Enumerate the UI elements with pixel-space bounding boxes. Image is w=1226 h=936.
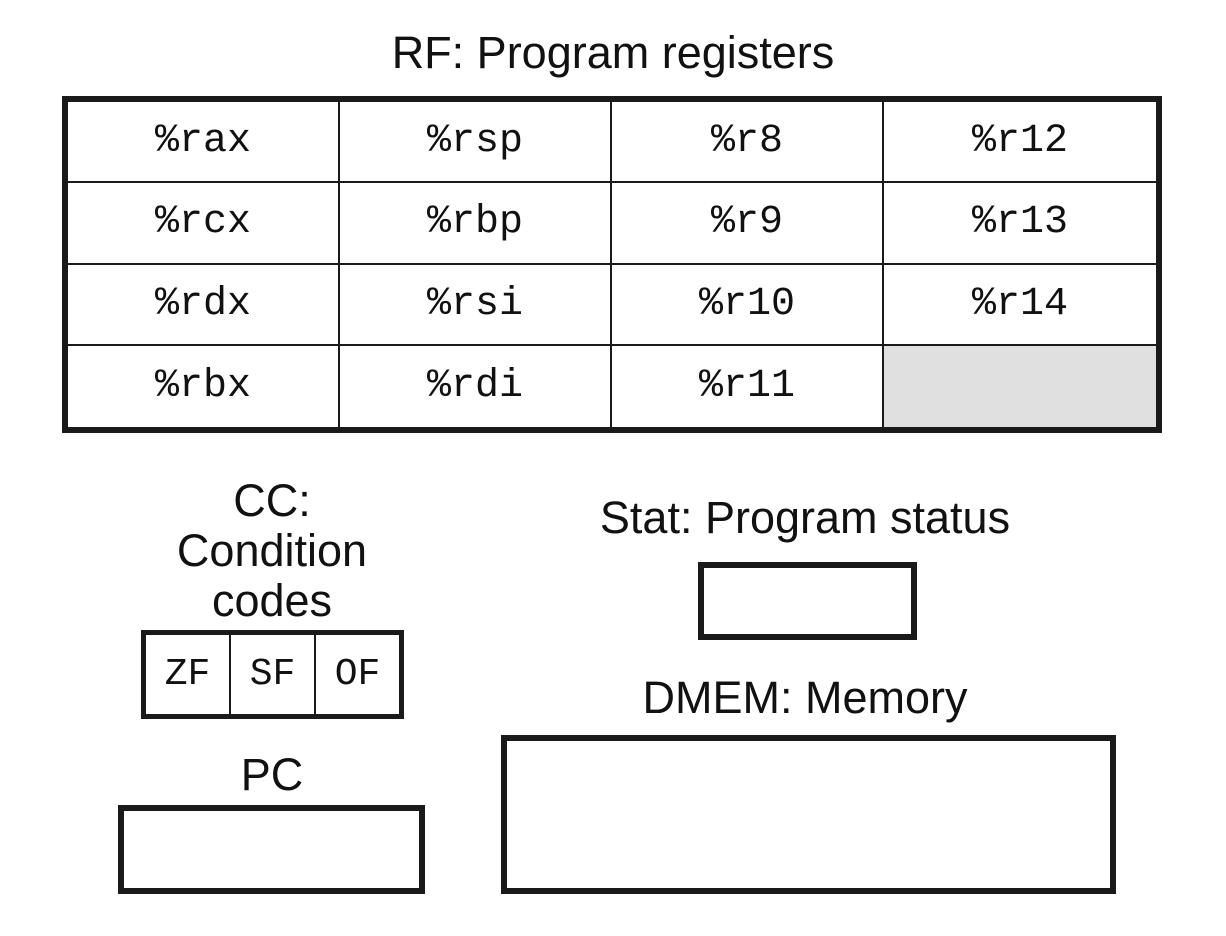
register-cell: %rax	[68, 102, 340, 184]
flag-of: OF	[334, 653, 381, 696]
pc-box	[118, 805, 425, 894]
register-cell: %rbx	[68, 345, 340, 427]
stat-box	[698, 562, 917, 640]
register-cell: %rdi	[340, 345, 612, 427]
condition-codes-title-line: CC:	[233, 475, 311, 526]
register-cell: %r11	[612, 345, 884, 427]
register-cell: %r9	[612, 183, 884, 265]
register-cell: %rdx	[68, 264, 340, 346]
register-cell: %r12	[884, 102, 1156, 184]
register-cell-empty	[884, 345, 1156, 427]
register-cell: %r10	[612, 264, 884, 346]
dmem-box	[501, 735, 1116, 894]
register-file-title: RF: Program registers	[391, 27, 835, 78]
register-cell: %r14	[884, 265, 1156, 346]
flag-sf: SF	[231, 635, 316, 714]
stat-title: Stat: Program status	[599, 492, 1011, 543]
condition-codes-box: ZF SF OF	[141, 630, 404, 719]
condition-codes-title: CC: Condition codes	[122, 476, 422, 626]
register-cell: %rcx	[68, 183, 340, 265]
register-cell: %rsi	[340, 264, 612, 346]
condition-codes-title-line: codes	[211, 575, 333, 626]
dmem-title: DMEM: Memory	[642, 672, 968, 723]
register-file-grid: %rax%rsp%r8%r12%rcx%rbp%r9%r13%rdx%rsi%r…	[62, 96, 1162, 433]
register-cell: %rbp	[340, 183, 612, 265]
condition-codes-title-line: Condition	[176, 525, 368, 576]
pc-title: PC	[240, 749, 304, 800]
flag-zf: ZF	[146, 635, 231, 714]
register-cell: %r8	[612, 102, 884, 184]
register-cell: %rsp	[340, 102, 612, 184]
register-cell: %r13	[884, 183, 1156, 265]
